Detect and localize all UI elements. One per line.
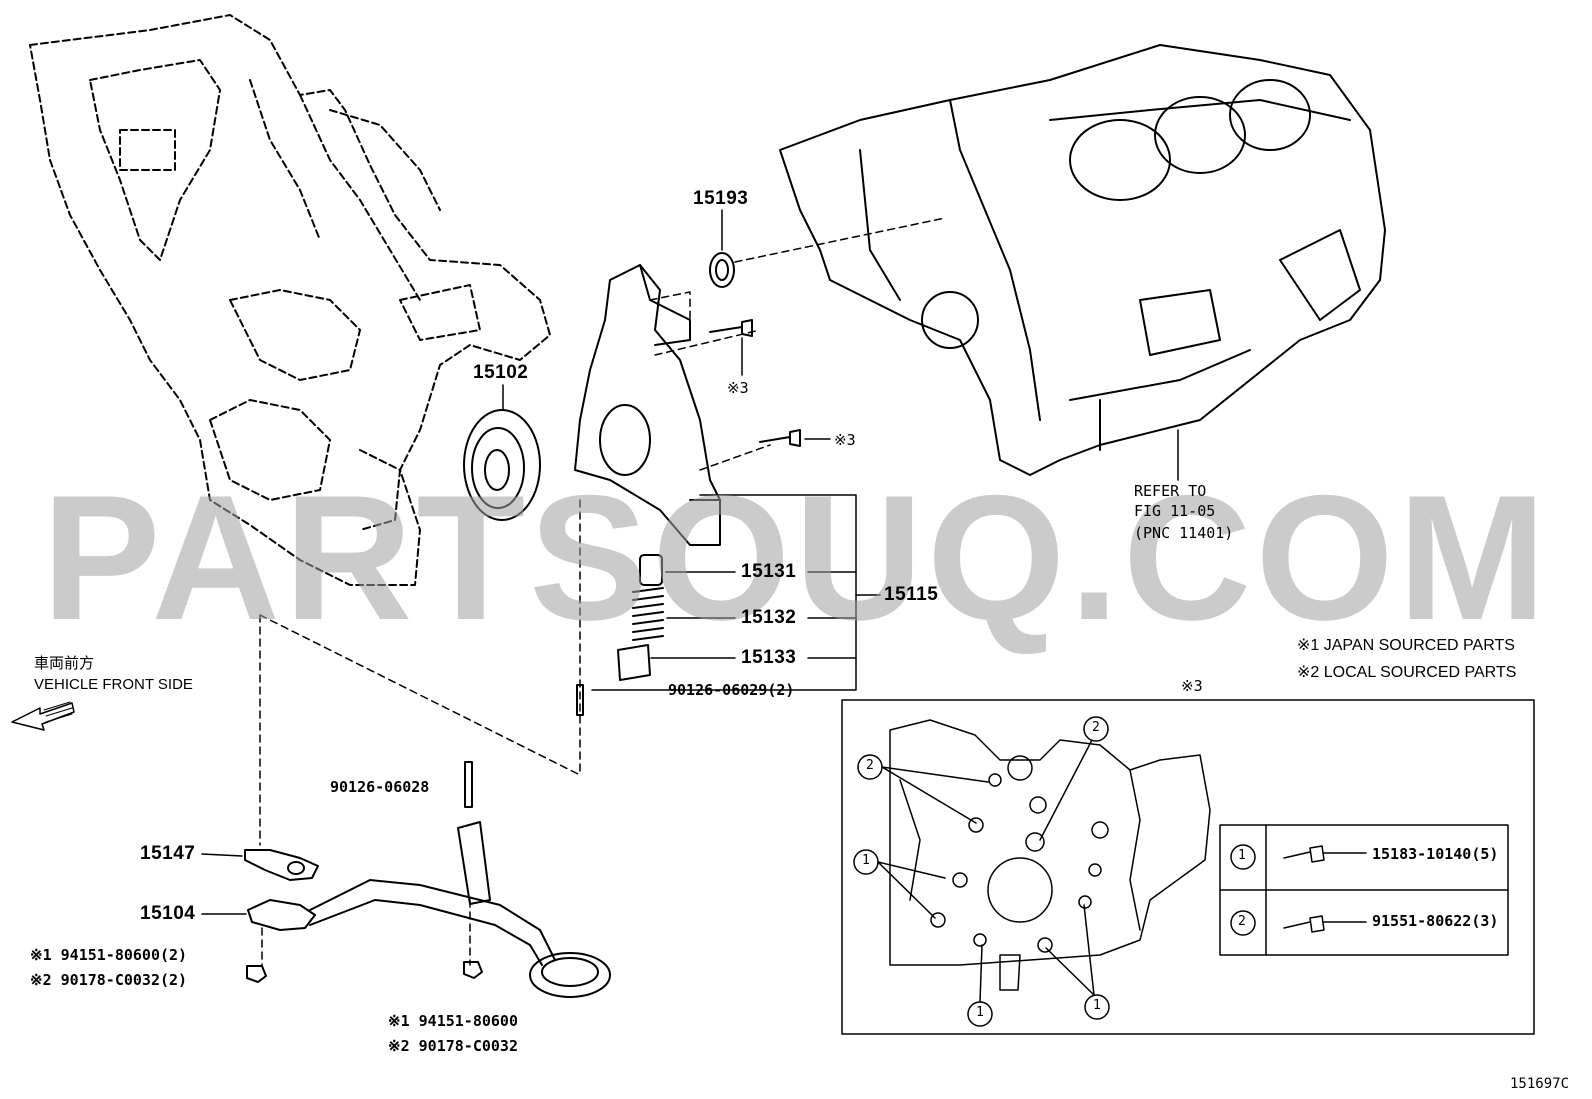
callout-1-left: 1	[862, 853, 870, 868]
part-90126-06029[interactable]: 90126-06029(2)	[668, 681, 795, 699]
ref3-bolt-upper: ※3	[727, 379, 749, 397]
o-ring-15193	[709, 252, 735, 288]
part-90126-06028[interactable]: 90126-06028	[330, 778, 430, 796]
refer-line-1: REFER TO	[1134, 482, 1207, 500]
table-part-1[interactable]: 15183-10140(5)	[1372, 845, 1499, 863]
table-mark-2: 2	[1238, 914, 1246, 929]
callout-1-bottom: 1	[976, 1005, 984, 1020]
part-15132[interactable]: 15132	[741, 607, 797, 628]
strainer-15104	[247, 821, 611, 998]
nut-left-japan[interactable]: ※1 94151-80600(2)	[30, 946, 188, 964]
inset-pump-outline	[889, 719, 1211, 991]
timing-cover-outline	[29, 14, 551, 586]
front-arrow-shape	[11, 702, 75, 731]
nut-left-local[interactable]: ※2 90178-C0032(2)	[30, 971, 188, 989]
legend-japan-sourced: ※1 JAPAN SOURCED PARTS	[1297, 637, 1515, 654]
legend-local-sourced: ※2 LOCAL SOURCED PARTS	[1297, 664, 1517, 681]
part-15193[interactable]: 15193	[693, 188, 749, 209]
ref3-bolt-lower: ※3	[834, 431, 856, 449]
callout-2-left: 2	[866, 758, 874, 773]
relief-valve-15131	[639, 554, 663, 586]
gasket-15147	[244, 849, 319, 881]
nut-mid-japan[interactable]: ※1 94151-80600	[388, 1012, 518, 1030]
inset-title: ※3	[1181, 677, 1203, 695]
refer-line-2: FIG 11-05	[1134, 502, 1216, 520]
plug-15133	[617, 644, 651, 681]
part-15131[interactable]: 15131	[741, 561, 797, 582]
front-label-jp: 車両前方	[34, 655, 95, 672]
refer-line-3: (PNC 11401)	[1134, 524, 1234, 542]
callout-2-top: 2	[1092, 720, 1100, 735]
table-mark-1: 1	[1238, 848, 1246, 863]
part-15115[interactable]: 15115	[884, 584, 939, 605]
table-part-2[interactable]: 91551-80622(3)	[1372, 912, 1499, 930]
diagram-id: 151697C	[1510, 1076, 1570, 1092]
rotor-15102	[463, 409, 541, 521]
nut-mid-local[interactable]: ※2 90178-C0032	[388, 1037, 518, 1055]
part-15133[interactable]: 15133	[741, 647, 797, 668]
callout-1-right: 1	[1093, 998, 1101, 1013]
oil-pump-body	[574, 264, 721, 546]
part-15102[interactable]: 15102	[473, 362, 529, 383]
stud-90126-06028	[464, 761, 473, 808]
nut-mid	[463, 961, 483, 979]
nut-left	[246, 965, 267, 983]
cylinder-block-outline	[779, 44, 1386, 476]
front-label-en: VEHICLE FRONT SIDE	[34, 676, 193, 693]
part-15104[interactable]: 15104	[140, 903, 196, 924]
inset-box	[841, 699, 1535, 1035]
spring-15132	[632, 587, 664, 641]
part-15147[interactable]: 15147	[140, 843, 196, 864]
